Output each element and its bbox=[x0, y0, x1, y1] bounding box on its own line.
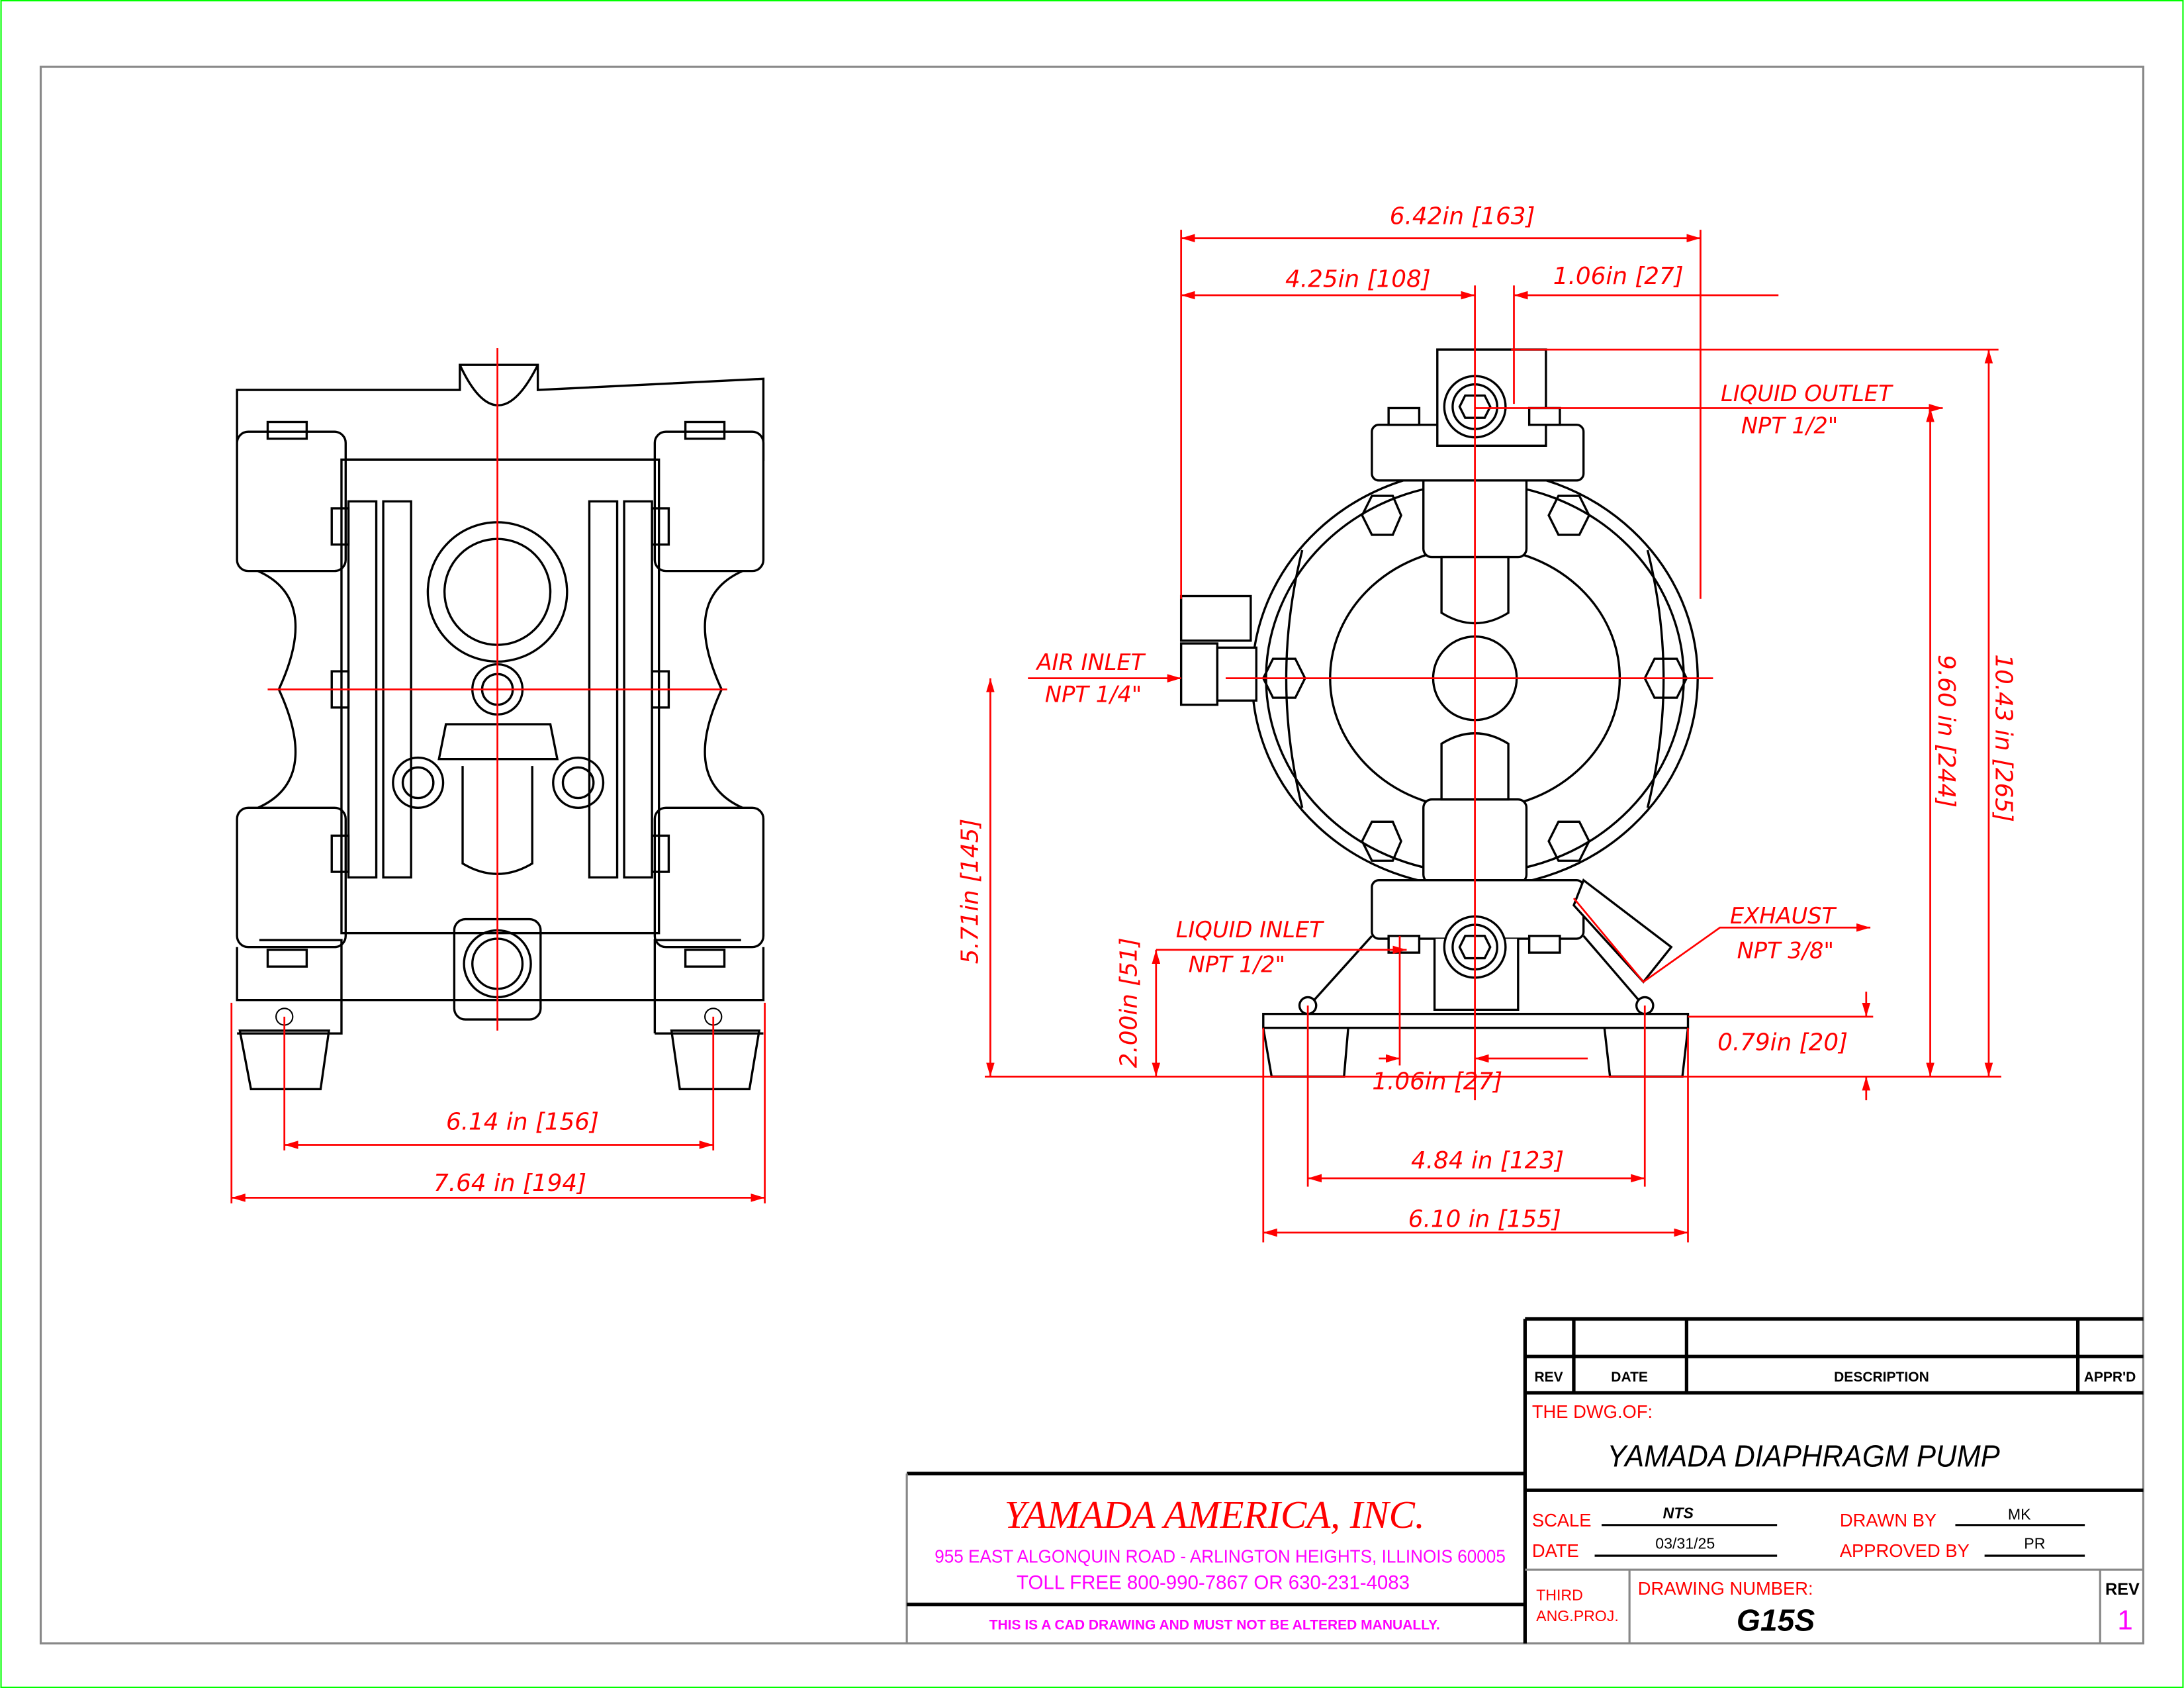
dim-inlet-offset: 1.06in [27] bbox=[1372, 1068, 1502, 1095]
company-block: YAMADA AMERICA, INC. 955 EAST ALGONQUIN … bbox=[905, 1472, 1525, 1644]
front-view-dimensions: 6.42in [163] 4.25in [108] 1.06in [27] 9.… bbox=[956, 203, 2017, 1243]
callout-exhaust: EXHAUST bbox=[1730, 903, 1837, 929]
drawing-title: YAMADA DIAPHRAGM PUMP bbox=[1607, 1438, 1999, 1473]
description-header: DESCRIPTION bbox=[1834, 1370, 1929, 1385]
drawn-by-value: MK bbox=[2008, 1505, 2031, 1523]
sheet-border bbox=[39, 66, 2145, 1645]
projection-line2: ANG.PROJ. bbox=[1536, 1607, 1619, 1624]
dim-outlet-height: 9.60 in [244] bbox=[1933, 655, 1960, 808]
callout-air-inlet: AIR INLET bbox=[1036, 649, 1146, 675]
callout-liquid-outlet-size: NPT 1/2" bbox=[1741, 412, 1838, 438]
dim-base-height: 0.79in [20] bbox=[1717, 1029, 1848, 1056]
approved-by-value: PR bbox=[2024, 1535, 2045, 1552]
company-name: YAMADA AMERICA, INC. bbox=[1005, 1493, 1425, 1536]
dwg-of-label: THE DWG.OF: bbox=[1532, 1401, 1653, 1422]
revision-block: REV DATE DESCRIPTION APPR'D bbox=[1523, 1317, 2144, 1644]
company-phone: TOLL FREE 800-990-7867 OR 630-231-4083 bbox=[1017, 1572, 1410, 1594]
cad-notice: THIS IS A CAD DRAWING AND MUST NOT BE AL… bbox=[989, 1618, 1440, 1633]
dim-air-inlet-height: 5.71in [145] bbox=[956, 819, 983, 964]
callout-liquid-inlet-size: NPT 1/2" bbox=[1189, 952, 1285, 978]
drawn-by-label: DRAWN BY bbox=[1840, 1510, 1936, 1530]
side-view-dimensions: 6.14 in [156] 7.64 in [194] bbox=[230, 1002, 766, 1203]
dim-outlet-offset: 1.06in [27] bbox=[1553, 263, 1684, 290]
dim-air-inlet-offset: 4.25in [108] bbox=[1285, 265, 1431, 293]
scale-value: NTS bbox=[1663, 1504, 1694, 1521]
approved-by-label: APPROVED BY bbox=[1840, 1540, 1970, 1561]
rev-value: 1 bbox=[2117, 1605, 2132, 1636]
dim-base-width: 6.10 in [155] bbox=[1408, 1206, 1561, 1233]
callout-liquid-outlet: LIQUID OUTLET bbox=[1721, 381, 1893, 406]
drawing-number-label: DRAWING NUMBER: bbox=[1638, 1578, 1813, 1599]
front-view-centerlines bbox=[1225, 285, 1713, 1101]
callout-exhaust-size: NPT 3/8" bbox=[1737, 938, 1834, 964]
date-value: 03/31/25 bbox=[1655, 1535, 1715, 1552]
side-view-centerlines bbox=[267, 348, 727, 1031]
dim-overall-height: 10.43 in [265] bbox=[1989, 654, 2017, 822]
approved-header: APPR'D bbox=[2084, 1370, 2136, 1385]
side-view-pump bbox=[236, 363, 765, 1090]
drawing-number: G15S bbox=[1737, 1603, 1815, 1638]
date-label: DATE bbox=[1532, 1540, 1579, 1561]
rev-header: REV bbox=[1534, 1370, 1563, 1385]
dim-overall-width-front: 6.42in [163] bbox=[1390, 203, 1535, 230]
callout-liquid-inlet: LIQUID INLET bbox=[1176, 917, 1324, 943]
rev-label: REV bbox=[2105, 1580, 2140, 1599]
dim-mount-hole-spacing: 4.84 in [123] bbox=[1411, 1147, 1564, 1174]
projection-line1: THIRD bbox=[1536, 1586, 1583, 1603]
dim-foot-spacing: 6.14 in [156] bbox=[446, 1108, 599, 1135]
callout-air-inlet-size: NPT 1/4" bbox=[1045, 681, 1142, 707]
date-header: DATE bbox=[1611, 1370, 1648, 1385]
dim-liquid-inlet-height: 2.00in [51] bbox=[1115, 937, 1142, 1068]
scale-label: SCALE bbox=[1532, 1510, 1592, 1530]
title-block: THE DWG.OF: YAMADA DIAPHRAGM PUMP SCALE … bbox=[1525, 1401, 2144, 1644]
company-address: 955 EAST ALGONQUIN ROAD - ARLINGTON HEIG… bbox=[934, 1546, 1506, 1567]
dim-overall-width-side: 7.64 in [194] bbox=[433, 1170, 586, 1197]
